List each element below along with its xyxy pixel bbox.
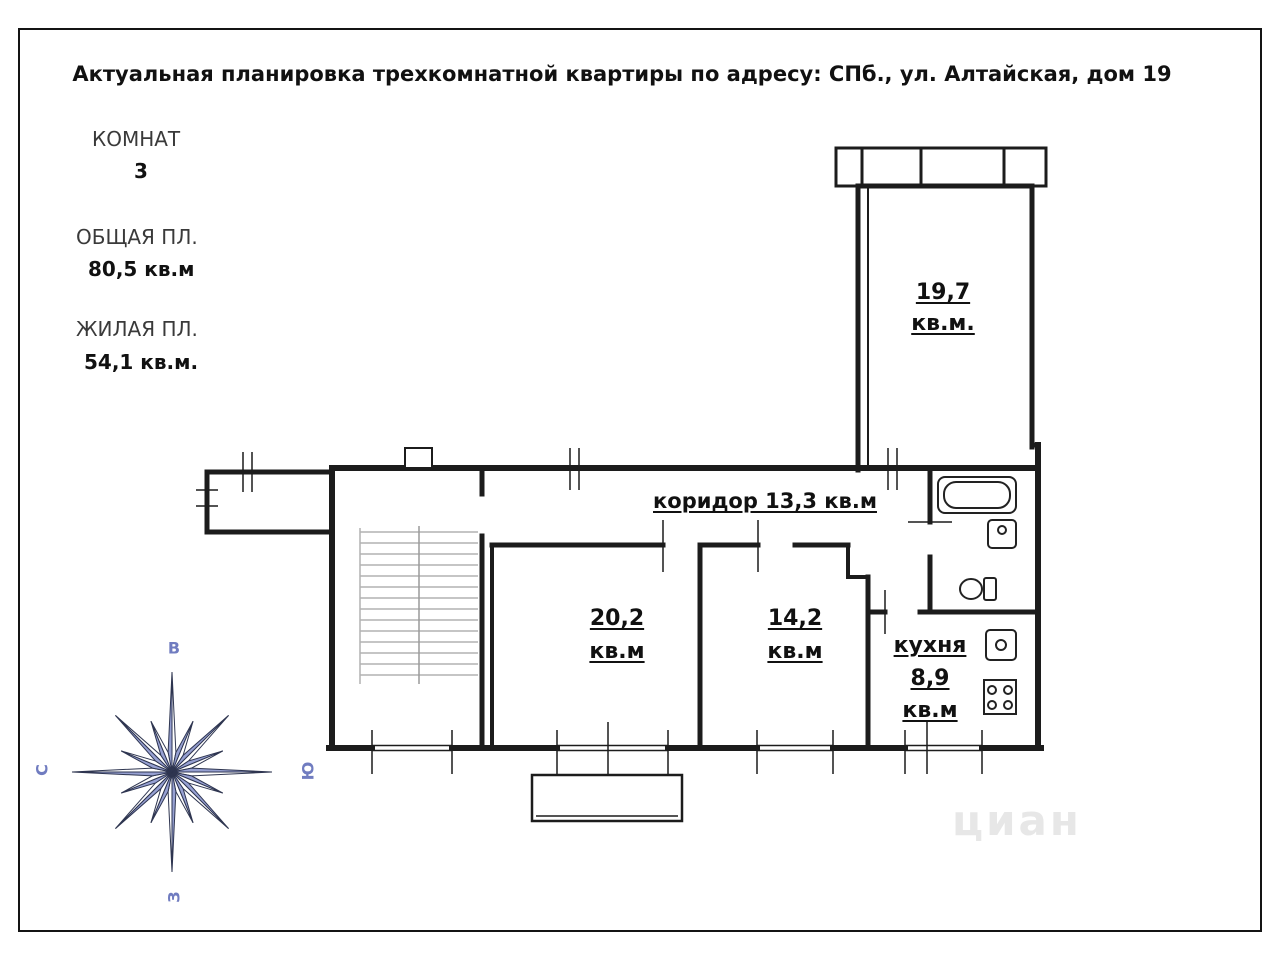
kitchen-name-label: кухня [893,633,967,658]
interior-walls [479,465,1041,751]
room-142-area-label: 14,2 [767,606,823,631]
watermark: циан [952,796,1082,845]
kitchen-sink-icon [985,629,1017,661]
page-title: Актуальная планировка трехкомнатной квар… [72,62,1172,86]
staircase [359,526,478,684]
room-197-area-label: 19,7 [915,280,971,305]
stove-icon [983,679,1017,715]
dimension-ticks [242,448,952,774]
page-border [18,28,1262,932]
room-197-unit-label: кв.м. [911,311,975,336]
room-202-unit-label: кв.м [589,639,645,664]
bathtub-icon [937,476,1017,514]
living-area-label: ЖИЛАЯ ПЛ. [76,317,198,341]
total-area-value: 80,5 кв.м [88,257,195,281]
top-balcony [834,146,1048,188]
bathroom-sink-icon [987,519,1017,549]
compass-east-label: В [167,638,181,658]
compass-south-label: Ю [298,761,318,781]
toilet-icon [959,577,997,601]
kitchen-unit-label: кв.м [902,698,958,723]
total-area-label: ОБЩАЯ ПЛ. [76,225,198,249]
compass-west-label: З [164,891,184,903]
room-202-area-label: 20,2 [589,606,645,631]
compass-north-label: С [32,764,52,776]
bottom-balcony [530,773,684,823]
vent-shaft [404,447,433,469]
living-area-value: 54,1 кв.м. [84,350,199,374]
room-142-unit-label: кв.м [767,639,823,664]
compass-rose-icon [71,671,273,873]
corridor-label: коридор 13,3 кв.м [653,489,877,513]
kitchen-area-label: 8,9 [910,666,950,691]
rooms-count-label: КОМНАТ [92,127,181,151]
rooms-count-value: 3 [134,159,148,183]
windows [196,489,983,774]
